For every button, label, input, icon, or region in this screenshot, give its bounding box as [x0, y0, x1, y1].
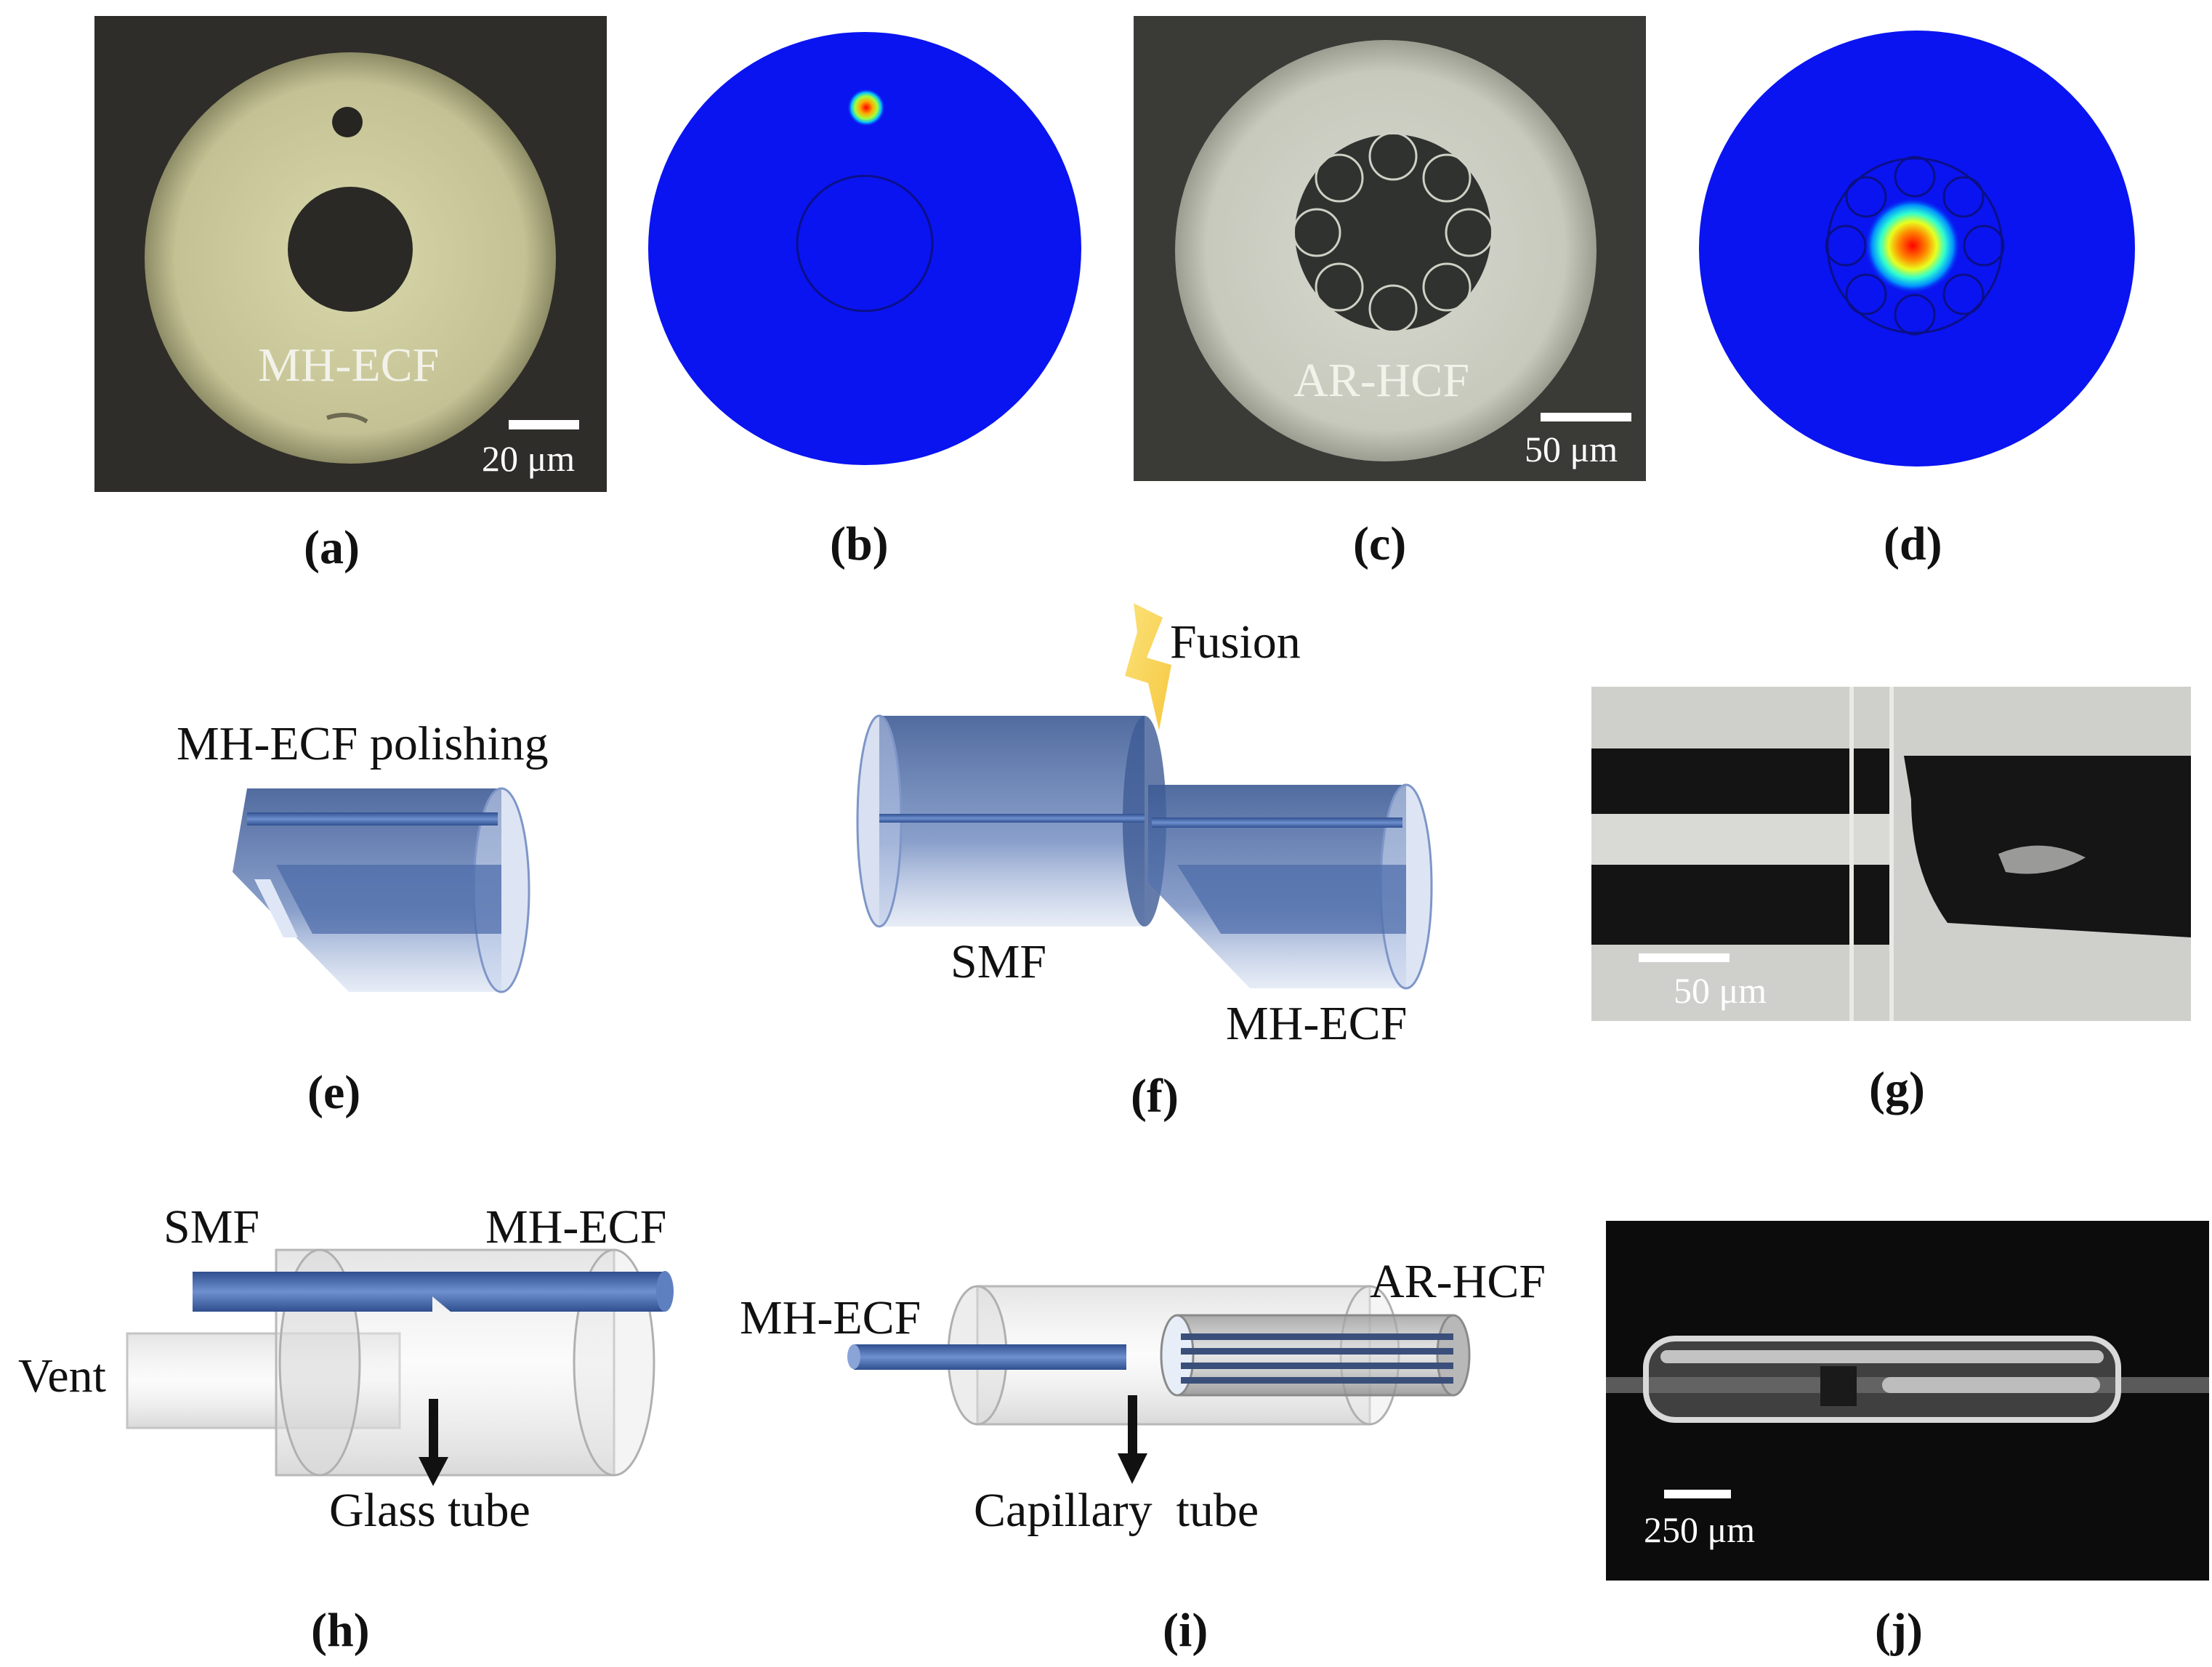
panel-a: MH-ECF 20 μm: [94, 16, 607, 492]
mhecf-rod-h: [429, 1272, 665, 1312]
label-fusion: Fusion: [1170, 615, 1301, 669]
scale-text-a: 20 μm: [482, 438, 575, 479]
large-hole-a: [288, 187, 413, 312]
highlight-rod-j: [1882, 1377, 2100, 1393]
panel-f: Fusion SMF MH-ECF: [856, 603, 1433, 1050]
smf-light-core-g: [1591, 814, 1893, 865]
scratch-a: [326, 413, 368, 424]
label-vent-h: Vent: [18, 1349, 106, 1402]
hole-outline-b: [796, 174, 934, 312]
core-c: [1295, 134, 1491, 331]
tag-e: (e): [307, 1066, 360, 1119]
core-outline-d: [1826, 157, 2003, 334]
scale-bar-g: [1639, 953, 1729, 962]
label-ar-hcf-c: AR-HCF: [1293, 354, 1469, 407]
tag-i: (i): [1163, 1604, 1208, 1657]
smf-dark-band-bottom-g: [1591, 865, 1893, 945]
small-core-hole-a: [332, 107, 363, 137]
arhcf-capillaries-i: [1181, 1333, 1453, 1384]
capillary-ring-d: [1825, 156, 2005, 336]
arrow-down-icon: [419, 1457, 448, 1486]
mhecf-hole-f: [1177, 865, 1406, 934]
scale-bar-j: [1664, 1490, 1731, 1498]
tag-f: (f): [1131, 1070, 1179, 1123]
mhecf-rod-end-i: [847, 1344, 860, 1369]
scale-bar-a: [509, 420, 579, 429]
gap-region-j: [1820, 1366, 1857, 1406]
scale-text-c: 50 μm: [1525, 429, 1618, 469]
panel-b: [648, 32, 1081, 465]
arrow-shaft-h: [429, 1399, 438, 1461]
hairline-left-g: [1849, 687, 1854, 1021]
label-mh-ecf-a: MH-ECF: [258, 339, 439, 392]
label-smf-h: SMF: [164, 1200, 259, 1254]
smf-core-f: [879, 814, 1145, 823]
panel-j: 250 μm: [1606, 1221, 2209, 1581]
label-capillary-tube-i: Capillary tube: [974, 1484, 1259, 1537]
fusion-bolt-icon: [1125, 603, 1171, 730]
label-arhcf-i: AR-HCF: [1370, 1255, 1546, 1308]
label-mhecf-h: MH-ECF: [485, 1200, 666, 1254]
arrow-shaft-i: [1128, 1395, 1137, 1457]
smf-rod-h: [193, 1272, 432, 1312]
smf-dark-band-top-g: [1591, 748, 1893, 814]
mhecf-rod-end-h: [656, 1271, 674, 1312]
tag-j: (j): [1875, 1604, 1923, 1657]
label-smf-f: SMF: [950, 935, 1046, 988]
panel-i: MH-ECF AR-HCF Capillary tube: [740, 1255, 1546, 1537]
mode-spot-d: [1865, 198, 1961, 294]
reflection-g: [1998, 845, 2086, 874]
arrow-down-icon-i: [1118, 1453, 1147, 1484]
panel-h: SMF MH-ECF Vent Glass tube: [18, 1200, 674, 1537]
hole-channel-e: [276, 865, 501, 934]
mode-spot-b: [847, 89, 885, 126]
exposed-slot-e: [254, 879, 298, 937]
mhecf-rod-i: [854, 1344, 1126, 1370]
panel-g: 50 μm: [1591, 687, 2191, 1021]
panel-d: [1699, 31, 2135, 467]
scale-text-j: 250 μm: [1644, 1509, 1755, 1550]
panel-c: AR-HCF 50 μm: [1134, 16, 1646, 481]
scale-bar-c: [1541, 413, 1631, 421]
hairline-right-g: [1889, 687, 1894, 1021]
capillary-ring-c: [1292, 132, 1494, 334]
label-polishing-e: MH-ECF polishing: [177, 717, 549, 770]
mode-disk-b: [648, 32, 1081, 465]
tag-a: (a): [304, 521, 360, 574]
label-mhecf-f: MH-ECF: [1226, 997, 1407, 1050]
tag-b: (b): [830, 517, 889, 570]
panel-e: MH-ECF polishing: [177, 717, 549, 993]
core-rod-e: [247, 812, 498, 826]
scale-text-g: 50 μm: [1674, 970, 1767, 1011]
label-glass-tube-h: Glass tube: [329, 1484, 530, 1537]
label-mhecf-i: MH-ECF: [740, 1291, 921, 1344]
highlight-top-j: [1660, 1350, 2104, 1363]
tag-c: (c): [1353, 517, 1406, 570]
mhecf-core-f: [1152, 818, 1402, 828]
tag-d: (d): [1884, 517, 1942, 570]
tag-g: (g): [1869, 1062, 1925, 1115]
tag-h: (h): [311, 1604, 370, 1657]
